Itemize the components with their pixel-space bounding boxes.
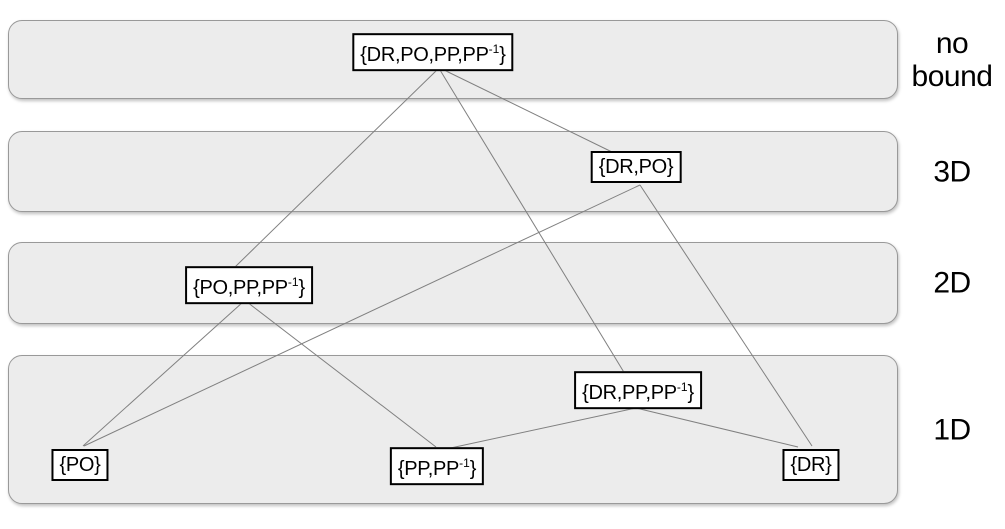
band-label-1d: 1D xyxy=(933,413,971,446)
band-2d xyxy=(8,242,898,324)
edge-po-pp-ppinv--po xyxy=(82,301,244,447)
node-pp-ppinv: {PP,PP-1} xyxy=(389,447,485,485)
edge-dr-po-pp-ppinv--dr-pp-ppinv xyxy=(439,69,626,375)
node-po-pp-ppinv: {PO,PP,PP-1} xyxy=(185,266,313,304)
edge-dr-po-pp-ppinv--po-pp-ppinv xyxy=(234,69,438,268)
edge-dr-pp-ppinv--dr xyxy=(635,407,799,448)
band-3d xyxy=(8,131,898,212)
edge-dr-po-pp-ppinv--dr-po xyxy=(443,69,613,153)
edge-po-pp-ppinv--pp-ppinv xyxy=(246,301,437,448)
edge-dr-po--po xyxy=(83,184,641,447)
edge-dr-po--dr xyxy=(639,184,813,447)
node-dr: {DR} xyxy=(782,449,840,481)
band-label-2d: 2D xyxy=(933,266,971,300)
node-dr-po-pp-ppinv: {DR,PO,PP,PP-1} xyxy=(352,33,514,71)
band-label-3d: 3D xyxy=(933,155,971,188)
edge-dr-pp-ppinv--pp-ppinv xyxy=(445,407,637,450)
node-dr-pp-ppinv: {DR,PP,PP-1} xyxy=(574,371,702,409)
node-po: {PO} xyxy=(51,449,109,481)
node-dr-po: {DR,PO} xyxy=(590,151,682,183)
